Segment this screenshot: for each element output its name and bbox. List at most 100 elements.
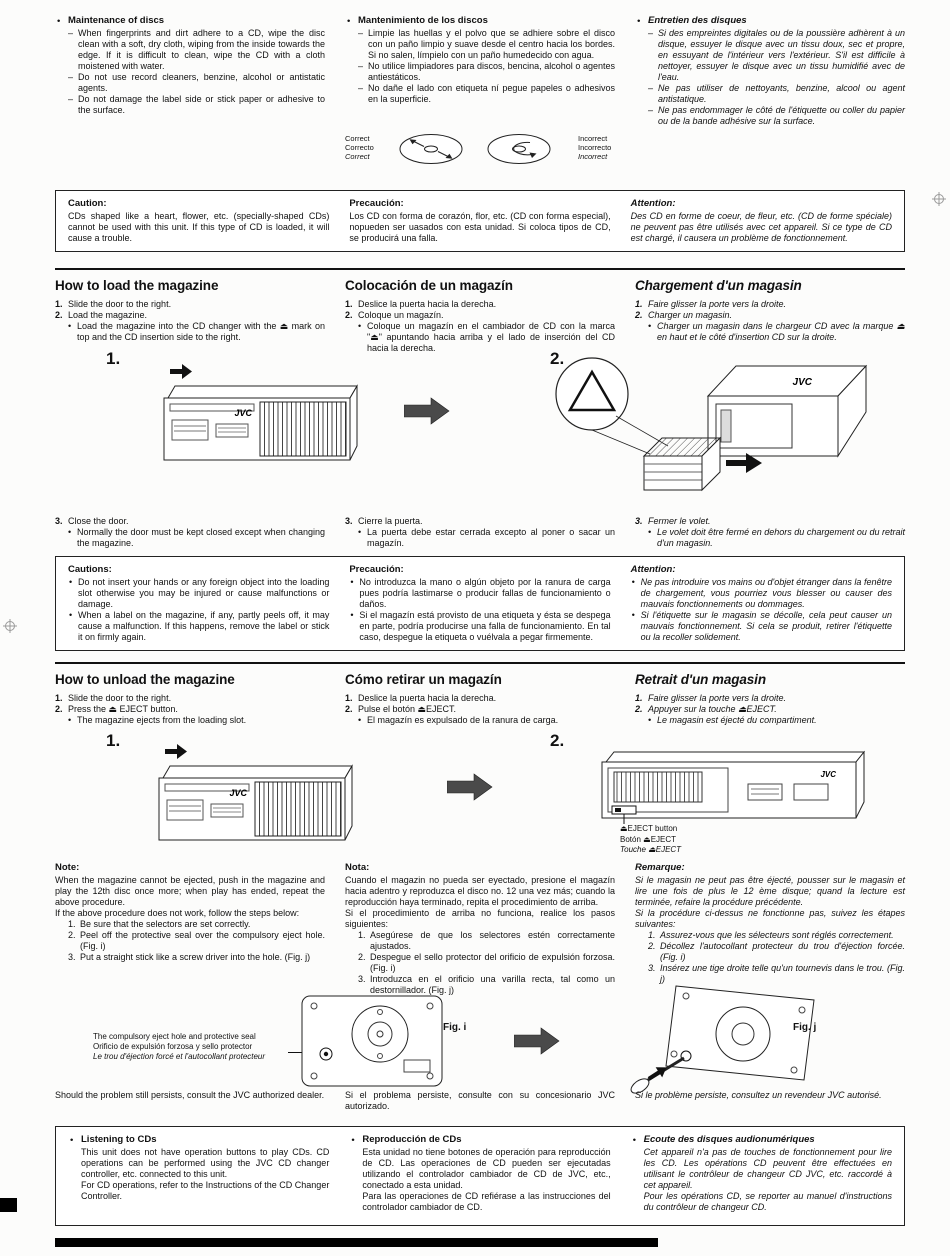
step-text: Charger un magasin. <box>648 310 733 320</box>
label-correct-es: Correcto <box>345 142 374 152</box>
maintenance-item: No dañe el lado con etiqueta ní pegue pa… <box>358 83 615 105</box>
unload-step-1: 1.Slide the door to the right. <box>55 693 325 704</box>
note-step: 1.Be sure that the selectors are set cor… <box>68 919 325 930</box>
maintenance-title: Maintenance of discs <box>68 15 165 26</box>
step-number: 2. <box>345 310 353 320</box>
listening-paragraph: Para las operaciones de CD refiérase a l… <box>362 1190 611 1212</box>
step-number: 2. <box>635 704 643 714</box>
dealer-note-section: Should the problem still persists, consu… <box>55 1090 905 1112</box>
caution-item: No introduzca la mano o algún objeto por… <box>349 577 610 610</box>
arrow-right-icon <box>514 1027 560 1055</box>
maintenance-item: When fingerprints and dirt adhere to a C… <box>68 28 325 72</box>
note-paragraph: Si le magasin ne peut pas être éjecté, p… <box>635 874 905 907</box>
eject-label-es: Botón ⏏EJECT <box>620 834 677 844</box>
load-step-3-sub: La puerta debe estar cerrada excepto al … <box>358 527 615 549</box>
load-step-3-sub: Normally the door must be kept closed ex… <box>68 527 325 549</box>
loading-caution-box: Cautions: Do not insert your hands or an… <box>55 556 905 651</box>
section-title: Retrait d'un magasin <box>635 672 766 687</box>
step-text: Asegúrese de que los selectores estén co… <box>370 929 615 951</box>
maintenance-item: Limpie las huellas y el polvo que se adh… <box>358 28 615 61</box>
note-title: Nota: <box>345 862 370 873</box>
divider-line <box>55 662 905 664</box>
listening-fr: Ecoute des disques audionumériques Cet a… <box>631 1134 892 1218</box>
listening-paragraph: For CD operations, refer to the Instruct… <box>81 1179 330 1201</box>
step-number: 1. <box>55 299 63 309</box>
step-number: 2. <box>68 929 76 940</box>
maintenance-es: Mantenimiento de los discos Limpie las h… <box>345 15 615 127</box>
load-step-2: 2.Charger un magasin. <box>635 310 905 321</box>
note-paragraph: Si el procedimiento de arriba no funcion… <box>345 907 615 929</box>
caution-body: Los CD con forma de corazón, flor, etc. … <box>349 210 611 243</box>
step3-en: 3.Close the door. Normally the door must… <box>55 516 325 549</box>
label-correct-fr: Correct <box>345 151 370 161</box>
maintenance-title: Mantenimiento de los discos <box>358 15 488 26</box>
sliding-door <box>254 781 342 837</box>
cd-changer-front-illustration: JVC <box>158 744 353 841</box>
load-step-1: 1. Faire glisser la porte vers la droite. <box>635 299 905 310</box>
caution-item: Ne pas introduire vos mains ou d'objet é… <box>631 577 892 610</box>
note-step: 2.Despegue el sello protector del orific… <box>358 952 615 974</box>
note-es: Nota: Cuando el magazin no pueda ser eye… <box>345 862 615 996</box>
push-direction-arrow-icon <box>647 1067 667 1081</box>
cautions-fr: Attention: Ne pas introduire vos mains o… <box>631 564 892 643</box>
note-paragraph: Si la procédure ci-dessus ne fonctionne … <box>635 907 905 929</box>
listening-paragraph: Cet appareil n'a pas de touches de fonct… <box>643 1146 892 1190</box>
unload-step-2-sub: El magazín es expulsado de la ranura de … <box>358 715 615 726</box>
load-en: How to load the magazine 1.Slide the doo… <box>55 278 325 354</box>
footer-bar <box>55 1238 658 1247</box>
note-paragraph: When the magazine cannot be ejected, pus… <box>55 874 325 907</box>
jvc-logo: JVC <box>820 770 836 779</box>
step-text: Faire glisser la porte vers la droite. <box>648 299 787 309</box>
magazine-loading-illustration: JVC <box>555 357 868 492</box>
note-title: Note: <box>55 862 80 873</box>
slide-direction-arrow-icon <box>170 364 192 379</box>
figure-2-label: 2. <box>550 349 565 368</box>
bottom-panel-illustration <box>301 995 443 1087</box>
step-text: Décollez l'autocollant protecteur du tro… <box>660 940 905 962</box>
step-text: Press the ⏏ EJECT button. <box>68 704 178 714</box>
jvc-logo: JVC <box>793 377 813 388</box>
step3-es: 3.Cierre la puerta. La puerta debe estar… <box>345 516 615 549</box>
step-number: 3. <box>358 973 366 984</box>
step-number: 3. <box>68 951 76 962</box>
figure-1-label: 1. <box>106 349 121 368</box>
eject-label-en: ⏏EJECT button <box>620 824 678 833</box>
magnifier-circle <box>555 357 629 431</box>
step-number: 1. <box>635 299 643 309</box>
load-step-3-sub: Le volet doit être fermé en dehors du ch… <box>648 527 905 549</box>
load-step-3: 3.Fermer le volet. <box>635 516 905 527</box>
step-number: 1. <box>55 693 63 703</box>
step-text: Appuyer sur la touche ⏏EJECT. <box>648 704 777 714</box>
step-number: 2. <box>55 310 63 320</box>
close-door-step-section: 3.Close the door. Normally the door must… <box>55 516 905 549</box>
magazine-in-slot <box>613 771 703 803</box>
unload-step-1: 1.Faire glisser la porte vers la droite. <box>635 693 905 704</box>
dealer-note-es: Si el problema persiste, consulte con su… <box>345 1090 615 1111</box>
forced-eject-illustration <box>630 985 815 1094</box>
unload-fr: Retrait d'un magasin 1.Faire glisser la … <box>635 672 905 726</box>
unload-step-2: 2.Press the ⏏ EJECT button. <box>55 704 325 715</box>
step-text: Close the door. <box>68 516 129 526</box>
figure-1-label: 1. <box>106 731 121 750</box>
label-incorrect-fr: Incorrect <box>578 151 608 161</box>
step-number: 1. <box>648 929 656 940</box>
eject-mark-triangle-icon <box>567 369 617 412</box>
unload-step-2-sub: The magazine ejects from the loading slo… <box>68 715 325 726</box>
load-step-2: 2.Load the magazine. <box>55 310 325 321</box>
step-text: Slide the door to the right. <box>68 299 172 309</box>
step-number: 2. <box>345 704 353 714</box>
unload-step-2: 2. Appuyer sur la touche ⏏EJECT. <box>635 704 905 715</box>
step-number: 1. <box>358 929 366 940</box>
step-text: Deslice la puerta hacia la derecha. <box>358 693 497 703</box>
listening-en: Listening to CDs This unit does not have… <box>68 1134 329 1218</box>
note-fr: Remarque: Si le magasin ne peut pas être… <box>635 862 905 996</box>
caution-item: Si l'étiquette sur le magasin se décolle… <box>631 610 892 643</box>
step-text: Deslice la puerta hacia la derecha. <box>358 299 497 309</box>
label-correct-en: Correct <box>345 134 370 143</box>
incorrect-labels: Incorrect Incorrecto Incorrect <box>578 134 611 161</box>
shaped-cd-caution-box: Caution: CDs shaped like a heart, flower… <box>55 190 905 252</box>
eject-hole-label-en: The compulsory eject hole and protective… <box>93 1032 256 1041</box>
listening-title: Ecoute des disques audionumériques <box>643 1134 815 1145</box>
caution-es: Precaución: Los CD con forma de corazón,… <box>349 198 610 244</box>
caution-title: Precaución: <box>349 564 404 575</box>
